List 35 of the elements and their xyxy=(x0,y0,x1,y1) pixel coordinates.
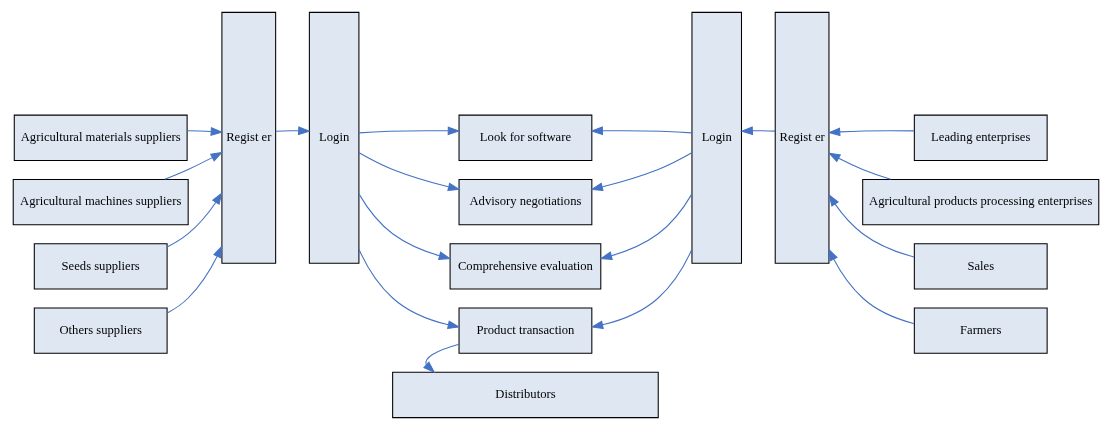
arrow xyxy=(828,193,915,258)
arrow xyxy=(275,126,311,136)
arrow xyxy=(590,152,693,192)
arrow xyxy=(358,193,452,260)
arrow xyxy=(827,152,892,180)
node-box: Login xyxy=(691,11,743,264)
arrow xyxy=(358,152,461,192)
arrow xyxy=(740,126,776,136)
node-box: Comprehensive evaluation xyxy=(449,243,602,290)
arrow xyxy=(590,126,693,136)
node-box: Distributors xyxy=(392,371,659,419)
node-box: Others suppliers xyxy=(33,307,168,354)
arrow xyxy=(599,193,693,260)
node-box: Seeds suppliers xyxy=(33,243,168,290)
arrow xyxy=(828,248,915,325)
node-box: Agricultural products processing enterprises xyxy=(862,178,1100,226)
node-box: Regist er xyxy=(774,11,830,264)
node-box: Agricultural materials suppliers xyxy=(13,114,188,161)
node-box: Login xyxy=(308,11,360,264)
node-box: Regist er xyxy=(221,11,277,264)
node-box: Advisory negotiations xyxy=(458,178,593,226)
arrow xyxy=(590,249,693,330)
node-box: Farmers xyxy=(913,307,1048,354)
node-box: Agricultural machines suppliers xyxy=(12,178,189,226)
node-box: Look for software xyxy=(458,114,593,161)
node-box: Leading enterprises xyxy=(913,114,1048,161)
arrow xyxy=(166,192,223,248)
arrow xyxy=(358,249,461,330)
node-box: Product transaction xyxy=(458,307,593,354)
arrow xyxy=(423,343,460,374)
node-box: Sales xyxy=(913,243,1048,290)
arrow xyxy=(166,245,223,314)
arrow xyxy=(827,127,915,137)
arrow xyxy=(187,127,224,136)
arrow xyxy=(358,126,461,136)
